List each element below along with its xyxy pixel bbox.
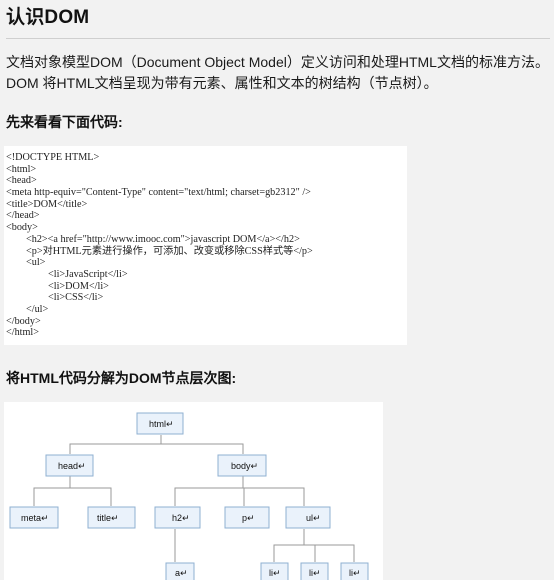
node-li-3: li↵ <box>340 562 369 580</box>
node-title: title↵ <box>87 506 136 529</box>
code-line: </body> <box>6 315 41 327</box>
node-html-label: html↵ <box>149 419 174 429</box>
tree-edges <box>33 435 355 562</box>
code-line: <title>DOM</title> <box>6 198 88 210</box>
node-body: body↵ <box>217 454 267 477</box>
node-li-2: li↵ <box>300 562 329 580</box>
node-title-label: title↵ <box>97 513 119 523</box>
node-a-label: a↵ <box>175 568 188 578</box>
code-example-image: <!DOCTYPE HTML><html><head><meta http-eq… <box>4 146 407 345</box>
code-listing: <!DOCTYPE HTML><html><head><meta http-eq… <box>4 146 407 339</box>
code-line: <head> <box>6 175 37 187</box>
node-ul: ul↵ <box>285 506 331 529</box>
edge-head-children <box>33 476 112 506</box>
code-line: </ul> <box>26 303 49 315</box>
code-section-heading: 先来看看下面代码: <box>6 114 123 130</box>
code-line: <html> <box>6 163 37 175</box>
node-p: p↵ <box>224 506 270 529</box>
node-head: head↵ <box>45 454 94 477</box>
node-li-2-label: li↵ <box>309 568 321 578</box>
node-meta-label: meta↵ <box>21 513 49 523</box>
intro-line-2: DOM 将HTML文档呈现为带有元素、属性和文本的树结构（节点树）。 <box>6 75 438 91</box>
node-h2-label: h2↵ <box>172 513 190 523</box>
node-ul-label: ul↵ <box>306 513 321 523</box>
intro-paragraph: 文档对象模型DOM（Document Object Model）定义访问和处理H… <box>6 52 554 94</box>
code-line: <li>DOM</li> <box>48 280 109 292</box>
code-line: <li>CSS</li> <box>48 292 104 304</box>
node-li-1-label: li↵ <box>269 568 281 578</box>
intro-line-1: 文档对象模型DOM（Document Object Model）定义访问和处理H… <box>6 54 549 70</box>
node-html: html↵ <box>136 412 184 435</box>
code-line: <!DOCTYPE HTML> <box>6 152 100 163</box>
dom-tree-svg: html↵ head↵ body↵ meta↵ title↵ h2↵ p↵ u <box>9 412 369 580</box>
edge-body-children <box>174 476 305 506</box>
edge-ul-children <box>273 529 355 562</box>
code-line: <ul> <box>26 257 46 269</box>
code-line: <h2><a href="http://www.imooc.com">javas… <box>26 233 300 245</box>
code-line: <meta http-equiv="Content-Type" content=… <box>6 187 311 199</box>
code-line: </head> <box>6 210 40 222</box>
node-body-label: body↵ <box>231 461 258 471</box>
code-line: <li>JavaScript</li> <box>48 268 128 280</box>
code-line: <p>对HTML元素进行操作，可添加、改变或移除CSS样式等</p> <box>26 245 313 257</box>
title-divider <box>6 38 550 39</box>
node-head-label: head↵ <box>58 461 86 471</box>
node-p-label: p↵ <box>242 513 255 523</box>
node-li-3-label: li↵ <box>349 568 361 578</box>
node-a: a↵ <box>165 562 195 580</box>
node-h2: h2↵ <box>154 506 201 529</box>
page-title: 认识DOM <box>6 7 90 28</box>
tree-section-heading: 将HTML代码分解为DOM节点层次图: <box>6 370 237 386</box>
node-meta: meta↵ <box>9 506 59 529</box>
node-li-1: li↵ <box>260 562 289 580</box>
dom-tree-diagram: html↵ head↵ body↵ meta↵ title↵ h2↵ p↵ u <box>4 402 383 580</box>
code-line: </html> <box>6 327 39 339</box>
code-line: <body> <box>6 222 38 234</box>
edge-html-children <box>69 435 244 454</box>
